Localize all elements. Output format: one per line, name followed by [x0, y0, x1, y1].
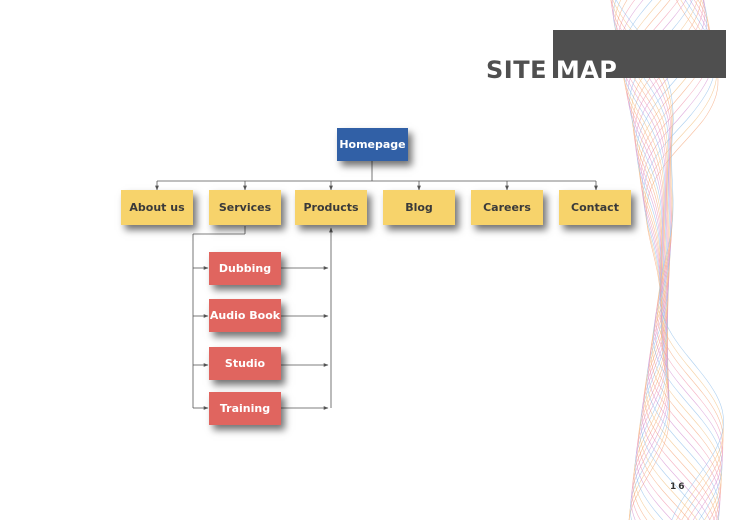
wave-line [629, 0, 717, 520]
wave-line [620, 0, 720, 520]
wave-line [622, 0, 719, 520]
wave-line [635, 0, 706, 520]
wave-line [629, 0, 716, 520]
wave-line [612, 0, 724, 520]
node-homepage[interactable]: Homepage [337, 128, 408, 161]
node-dubbing[interactable]: Dubbing [209, 252, 281, 285]
wave-line [630, 0, 714, 520]
node-services[interactable]: Services [209, 190, 281, 225]
node-studio[interactable]: Studio [209, 347, 281, 380]
wave-line [632, 0, 711, 520]
title-word-site: SITE [486, 56, 556, 84]
node-careers[interactable]: Careers [471, 190, 543, 225]
title-word-map: MAP [555, 56, 618, 84]
node-contact[interactable]: Contact [559, 190, 631, 225]
node-about-us[interactable]: About us [121, 190, 193, 225]
wave-line [631, 0, 698, 520]
title-bar [553, 30, 726, 78]
node-products[interactable]: Products [295, 190, 367, 225]
wave-line [633, 0, 709, 520]
wave-line [628, 0, 719, 520]
node-blog[interactable]: Blog [383, 190, 455, 225]
wave-line [613, 0, 723, 520]
wave-line [629, 0, 705, 520]
node-training[interactable]: Training [209, 392, 281, 425]
wave-line [611, 0, 723, 520]
page-title: SITE MAP [486, 56, 617, 84]
wave-line [632, 0, 702, 520]
node-audio-book[interactable]: Audio Book [209, 299, 281, 332]
wave-line [610, 0, 724, 520]
wave-line [634, 0, 708, 520]
wave-line [615, 0, 724, 520]
wave-line [618, 0, 721, 520]
page-number: 16 [670, 482, 687, 492]
